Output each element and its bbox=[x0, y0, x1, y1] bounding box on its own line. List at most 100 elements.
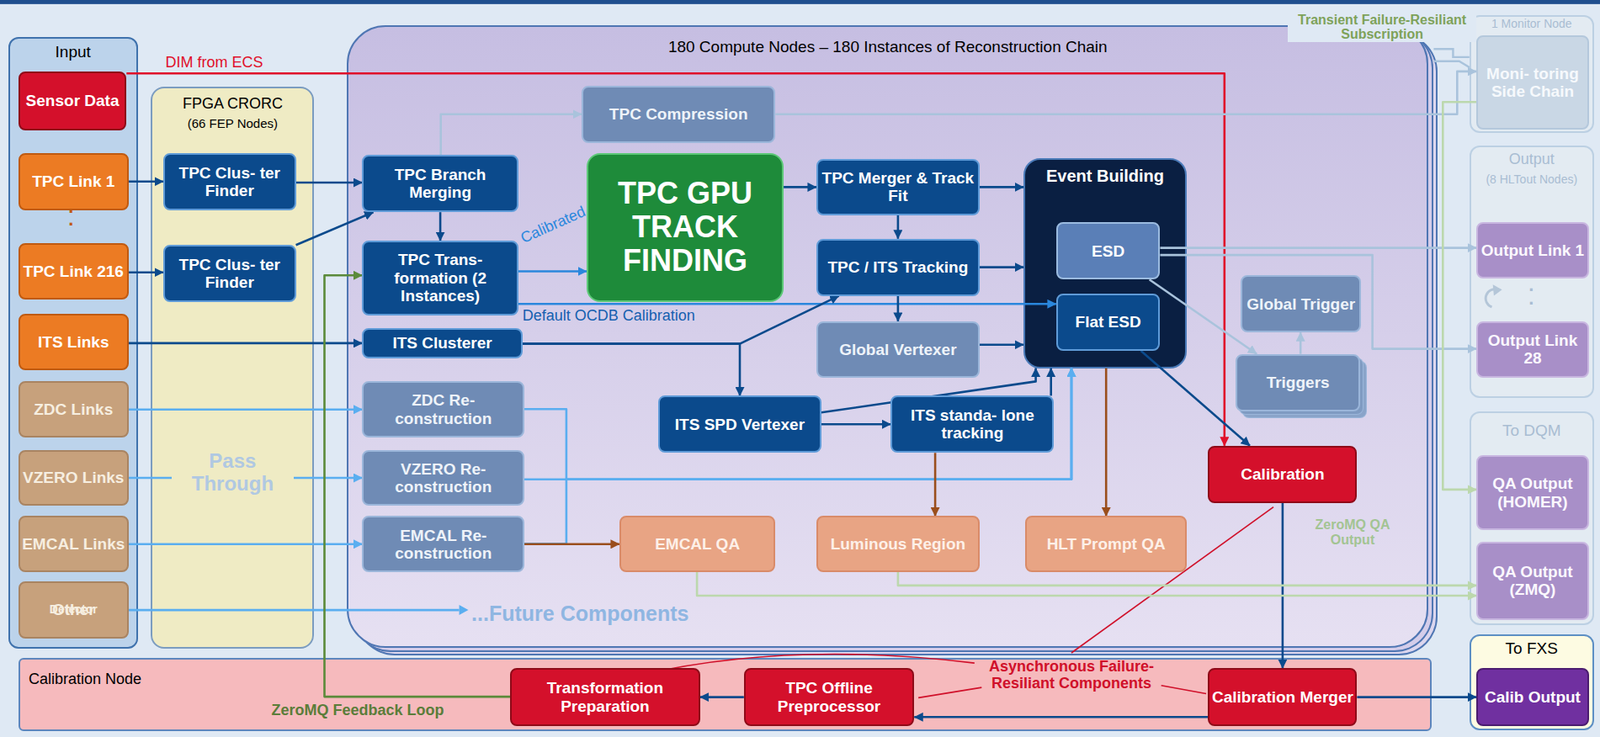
process-box: Sensor Data bbox=[18, 71, 128, 131]
connector bbox=[898, 572, 1477, 586]
box-text: Luminous Region bbox=[830, 535, 966, 553]
connector bbox=[700, 696, 745, 699]
process-box: Output Link 1 bbox=[1476, 222, 1589, 279]
process-box: TPC / ITS Tracking bbox=[816, 239, 980, 297]
connector bbox=[522, 344, 740, 397]
connector bbox=[897, 296, 900, 322]
note-label: . bbox=[68, 209, 74, 231]
connector bbox=[1356, 696, 1477, 699]
process-box: TPC Merger & Track Fit bbox=[816, 159, 980, 216]
box-text: Flat ESD bbox=[1075, 313, 1142, 331]
connector bbox=[128, 342, 363, 346]
note-label: DIM from ECS bbox=[164, 53, 263, 71]
connector bbox=[1105, 368, 1108, 517]
process-box: VZERO Links bbox=[18, 450, 129, 507]
panel: To DQMQA Output (HOMER)QA Output (ZMQ) bbox=[1469, 411, 1595, 627]
process-box: QA Output (HOMER) bbox=[1476, 455, 1589, 532]
process-box: ITS standa- lone tracking bbox=[890, 395, 1054, 453]
process-box: Global Vertexer bbox=[816, 321, 980, 378]
box-text: Sensor Data bbox=[26, 91, 120, 110]
panel: Output(8 HLTout Nodes)Output Link 1Outpu… bbox=[1469, 145, 1595, 398]
box-text: Calibration Merger bbox=[1211, 688, 1354, 707]
box-text: ESD bbox=[1091, 242, 1125, 261]
panel-title: Event Building bbox=[1023, 166, 1187, 186]
connector bbox=[1141, 350, 1250, 447]
subscription-line bbox=[1433, 61, 1469, 68]
box-text: TPC Offline Preprocessor bbox=[745, 679, 913, 716]
note-label: ZeroMQ Feedback Loop bbox=[271, 701, 444, 719]
note-label: ZeroMQ QA Output bbox=[1293, 517, 1411, 548]
leader-line bbox=[918, 687, 982, 698]
box-text: TPC Link 216 bbox=[23, 262, 124, 281]
connector bbox=[934, 452, 937, 516]
process-box: EMCAL Re- construction bbox=[361, 515, 525, 573]
box-text: Triggers bbox=[1266, 373, 1330, 392]
connector bbox=[821, 423, 892, 426]
panel: InputSensor DataTPC Link 1 TPC Link 216IT… bbox=[8, 37, 139, 649]
panel: FPGA CRORC(66 FEP Nodes)Pass ThroughTPC … bbox=[150, 86, 314, 649]
box-text: ITS standa- lone tracking bbox=[892, 406, 1053, 443]
connector bbox=[1442, 101, 1477, 490]
process-box: TPC Trans- formation (2 Instances) bbox=[361, 240, 518, 316]
box-text: TPC Link 1 bbox=[31, 172, 115, 191]
box-text: Global Trigger bbox=[1246, 295, 1356, 314]
process-box: Global Trigger bbox=[1240, 275, 1361, 333]
note-label: . bbox=[1528, 288, 1534, 310]
box-text: Calib Output bbox=[1484, 688, 1581, 707]
connector bbox=[128, 180, 164, 184]
box-text: VZERO Links bbox=[22, 468, 124, 487]
panel-title: To DQM bbox=[1469, 421, 1595, 440]
panel-title: (8 HLTout Nodes) bbox=[1469, 173, 1595, 187]
box-text: EMCAL Links bbox=[21, 535, 125, 553]
box-text: Moni- toring Side Chain bbox=[1477, 64, 1587, 101]
box-text: ZDC Re- construction bbox=[363, 391, 523, 428]
process-box: Output Link 28 bbox=[1476, 321, 1589, 378]
connector bbox=[783, 186, 817, 189]
box-text: EMCAL Re- construction bbox=[363, 526, 523, 564]
process-box: Calib Output bbox=[1476, 668, 1589, 727]
box-text: ZDC Links bbox=[33, 400, 113, 419]
panel-title: FPGA CRORC bbox=[150, 95, 314, 112]
note-label: Calibrated bbox=[517, 202, 588, 247]
box-text: TPC Merger & Track Fit bbox=[818, 169, 979, 206]
panel-title: (66 FEP Nodes) bbox=[150, 116, 314, 132]
process-box: Luminous Region bbox=[816, 515, 980, 573]
connector bbox=[1299, 332, 1303, 355]
process-box: Triggers bbox=[1235, 354, 1361, 412]
panel-title: Input bbox=[8, 42, 139, 61]
connector bbox=[439, 212, 442, 241]
panel: 180 Compute Nodes – 180 Instances of Rec… bbox=[346, 25, 1429, 649]
process-box: Transformation Preparation bbox=[510, 668, 701, 727]
note-label: ...Future Components bbox=[471, 601, 689, 626]
connector bbox=[696, 572, 1477, 596]
box-text: ITS Links bbox=[37, 333, 109, 351]
process-box: EMCAL Links bbox=[18, 515, 129, 573]
process-box: Moni- toring Side Chain bbox=[1476, 35, 1589, 130]
connector bbox=[979, 343, 1024, 346]
box-text: TPC GPU TRACK FINDING bbox=[588, 176, 782, 279]
connector bbox=[1159, 255, 1477, 350]
process-box: ITS SPD Vertexer bbox=[658, 395, 822, 453]
connector bbox=[914, 716, 1208, 719]
box-text: ITS SPD Vertexer bbox=[675, 415, 805, 434]
box-text: Detector bbox=[49, 603, 98, 617]
note-label: Transient Failure-Resiliant Subscription bbox=[1287, 12, 1477, 43]
box-text: EMCAL QA bbox=[654, 535, 740, 553]
process-box: TPC Branch Merging bbox=[361, 154, 518, 213]
box-text: TPC Branch Merging bbox=[363, 165, 516, 202]
box-text: TPC Clus- ter Finder bbox=[164, 255, 295, 293]
box-text: TPC Clus- ter Finder bbox=[164, 164, 295, 201]
process-box: VZERO Re- construction bbox=[361, 450, 525, 507]
box-text: HLT Prompt QA bbox=[1047, 535, 1166, 553]
connector bbox=[296, 181, 363, 185]
panel-title: To FXS bbox=[1469, 639, 1595, 658]
box-text: Output Link 28 bbox=[1477, 331, 1587, 368]
process-box: Calibration Merger bbox=[1207, 668, 1357, 727]
panel: To FXS Calib Output bbox=[1469, 634, 1595, 731]
process-box: EMCAL QA bbox=[619, 515, 776, 573]
box-text: Calibration bbox=[1240, 465, 1324, 484]
connector bbox=[524, 368, 1072, 545]
box-text: Global Vertexer bbox=[839, 340, 957, 359]
connector bbox=[1159, 246, 1477, 250]
